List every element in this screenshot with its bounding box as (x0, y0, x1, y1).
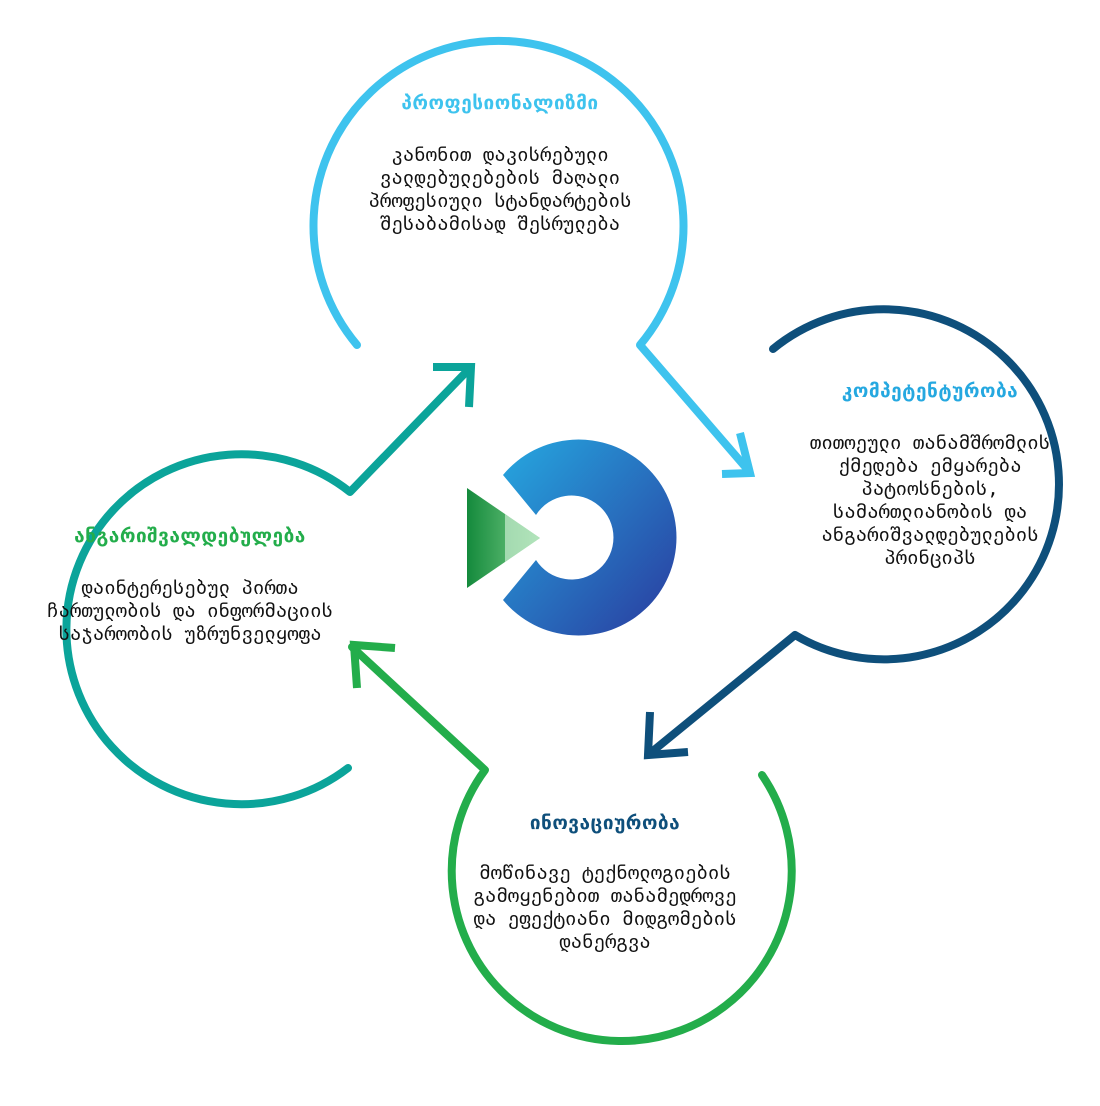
node-innovation-text: მოწინავე ტექნოლოგიების გამოყენებით თანამ… (473, 862, 737, 953)
node-professionalism-text: კანონით დაკისრებული ვალდებულებების მაღალ… (368, 144, 632, 235)
node-innovation: ინოვაციურობა მოწინავე ტექნოლოგიების გამო… (445, 812, 765, 954)
competence-ring (644, 305, 1063, 759)
professionalism-arrowhead (721, 432, 756, 478)
node-innovation-title: ინოვაციურობა (529, 812, 681, 834)
logo-green-play-highlight (505, 514, 540, 562)
node-competence-text: თითოეული თანამშრომლის ქმედება ემყარება პ… (809, 432, 1051, 569)
competence-arrowhead (643, 711, 689, 760)
accountability-ring (62, 364, 474, 809)
node-accountability-title: ანგარიშვალდებულება (74, 525, 306, 547)
node-competence: კომპეტენტურობა თითოეული თანამშრომლის ქმე… (760, 380, 1100, 570)
node-professionalism-title: პროფესიონალიზმი (401, 92, 599, 114)
logo-blue-ring (503, 439, 677, 636)
professionalism-ring (309, 36, 752, 474)
accountability-arrowhead (433, 363, 476, 408)
center-logo (467, 439, 677, 636)
node-accountability: ანგარიშვალდებულება დაინტერესებულ პირთა ჩ… (20, 525, 360, 646)
logo-green-play (467, 488, 540, 588)
node-accountability-text: დაინტერესებულ პირთა ჩართულობის და ინფორმ… (47, 577, 333, 645)
innovation-ring (348, 643, 796, 1046)
node-competence-title: კომპეტენტურობა (841, 380, 1019, 402)
node-professionalism: პროფესიონალიზმი კანონით დაკისრებული ვალდ… (290, 92, 710, 236)
innovation-arrowhead (349, 640, 396, 689)
